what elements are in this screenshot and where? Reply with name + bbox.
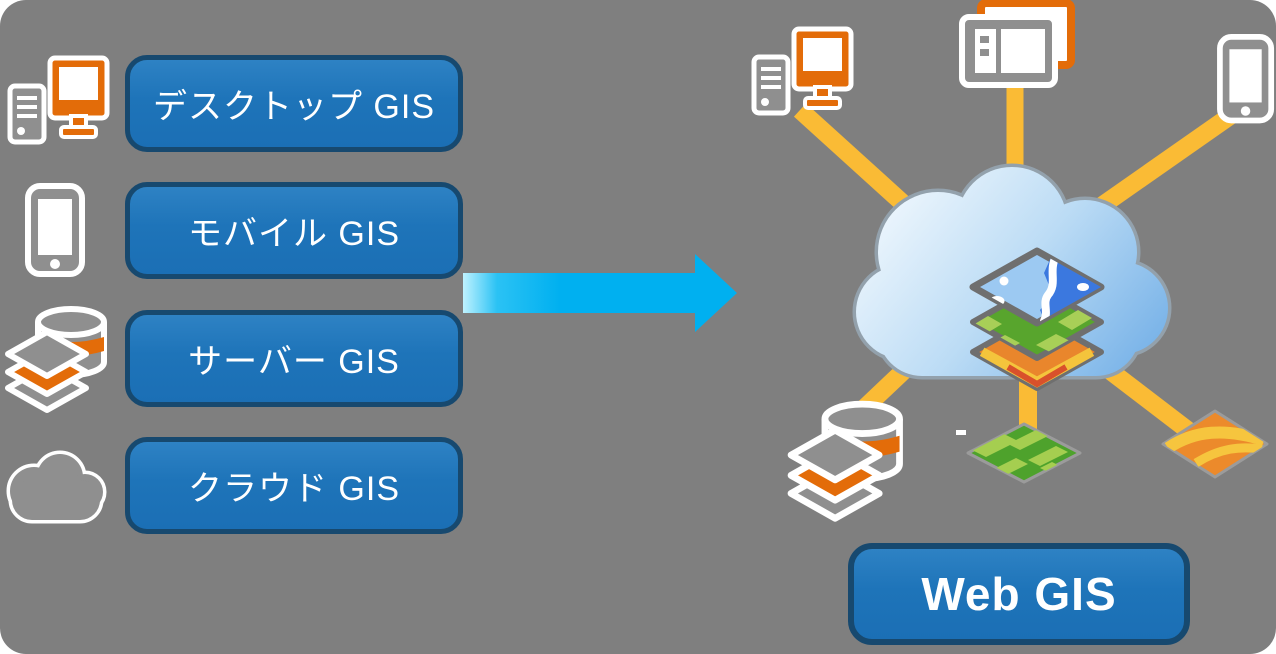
cloud-icon: [10, 454, 103, 520]
green-map-tile-icon: [956, 422, 1082, 484]
label-box-mobile-gis: モバイル GIS: [125, 182, 463, 279]
label-box-server-gis: サーバー GIS: [125, 310, 463, 407]
tablet-icon: [959, 0, 1075, 88]
label-web-gis: Web GIS: [921, 568, 1117, 620]
smartphone-icon: [1220, 37, 1271, 121]
map-layers-icon: [969, 247, 1105, 391]
flow-arrow: [463, 254, 737, 332]
label-box-cloud-gis: クラウド GIS: [125, 437, 463, 534]
desktop-computer-icon: [754, 29, 851, 113]
label-server-gis: サーバー GIS: [188, 343, 400, 381]
orange-map-tile-icon: [1161, 409, 1269, 479]
label-desktop-gis: デスクトップ GIS: [152, 88, 436, 126]
smartphone-icon: [28, 186, 82, 274]
cloud-hub-icon: [852, 163, 1172, 380]
desktop-computer-icon: [10, 58, 107, 142]
server-database-icon: [8, 309, 104, 410]
label-cloud-gis: クラウド GIS: [187, 470, 401, 508]
label-box-desktop-gis: デスクトップ GIS: [125, 55, 463, 152]
server-database-icon: [791, 404, 899, 518]
label-box-web-gis: Web GIS: [848, 543, 1190, 645]
label-mobile-gis: モバイル GIS: [187, 215, 401, 253]
